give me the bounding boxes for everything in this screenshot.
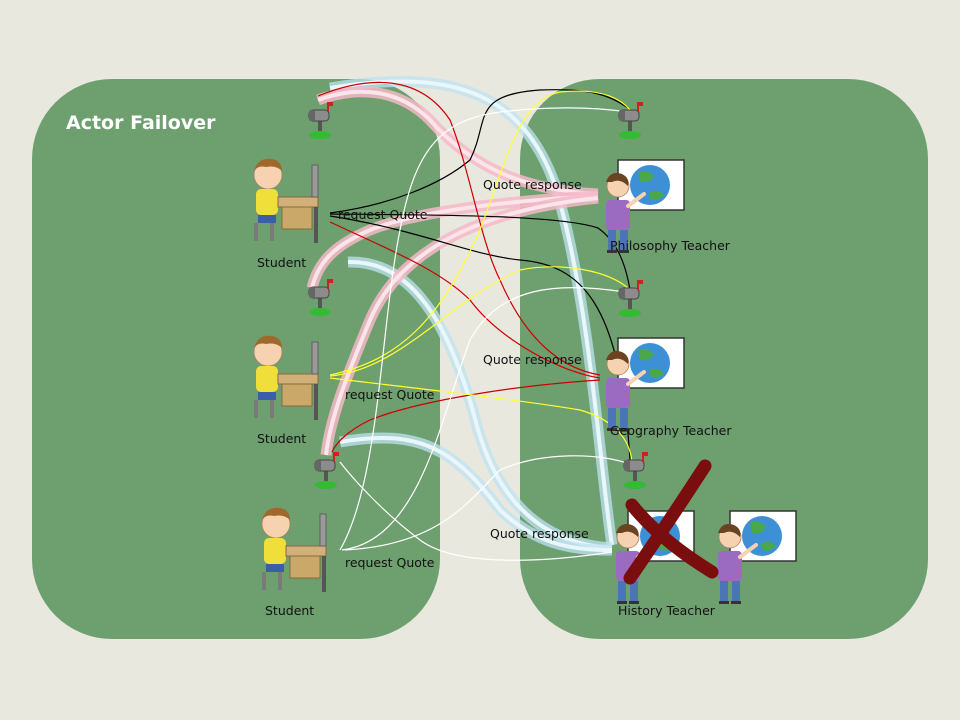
red-path-3 (331, 379, 601, 453)
mailbox-icon (618, 279, 644, 318)
request-label: request Quote (345, 555, 435, 570)
response-label: Quote response (483, 177, 582, 192)
black-path-2 (329, 213, 631, 291)
pink-path-2 (306, 190, 599, 290)
red-x-icon (623, 459, 719, 585)
mailbox-icon (308, 101, 334, 140)
students-panel (32, 79, 440, 639)
student-icon (261, 507, 327, 593)
blue-path-3 (339, 432, 613, 556)
yellow-path-3 (329, 377, 633, 463)
request-label: request Quote (338, 207, 428, 222)
response-label: Quote response (483, 352, 582, 367)
mailbox-icon (314, 451, 340, 490)
teacher-icon (716, 509, 798, 606)
red-path-1 (317, 81, 601, 376)
history-teacher-label: History Teacher (618, 603, 715, 618)
blue-path-2 (347, 256, 613, 554)
yellow-path-2 (329, 266, 631, 377)
student-label: Student (257, 255, 307, 270)
white-path-2 (341, 286, 626, 551)
message-paths (306, 75, 633, 561)
pink-path-3 (320, 192, 599, 456)
student-label: Student (257, 431, 307, 446)
response-label: Quote response (490, 526, 589, 541)
geography-teacher-label: Geography Teacher (610, 423, 732, 438)
request-label: request Quote (345, 387, 435, 402)
teacher-icon (604, 336, 686, 433)
philosophy-teacher-label: Philosophy Teacher (610, 238, 730, 253)
mailbox-icon (618, 101, 644, 140)
student-icon (253, 335, 319, 421)
pink-path-1 (316, 86, 599, 200)
white-path-3 (344, 455, 633, 551)
mailbox-icon (623, 451, 649, 490)
student-icon (253, 158, 319, 244)
student-label: Student (265, 603, 315, 618)
white-path-4 (339, 461, 613, 561)
yellow-path-1 (329, 90, 631, 376)
red-path-2 (329, 221, 601, 379)
white-path-1 (339, 107, 629, 551)
black-path-3 (329, 215, 631, 461)
page-title: Actor Failover (66, 112, 216, 134)
